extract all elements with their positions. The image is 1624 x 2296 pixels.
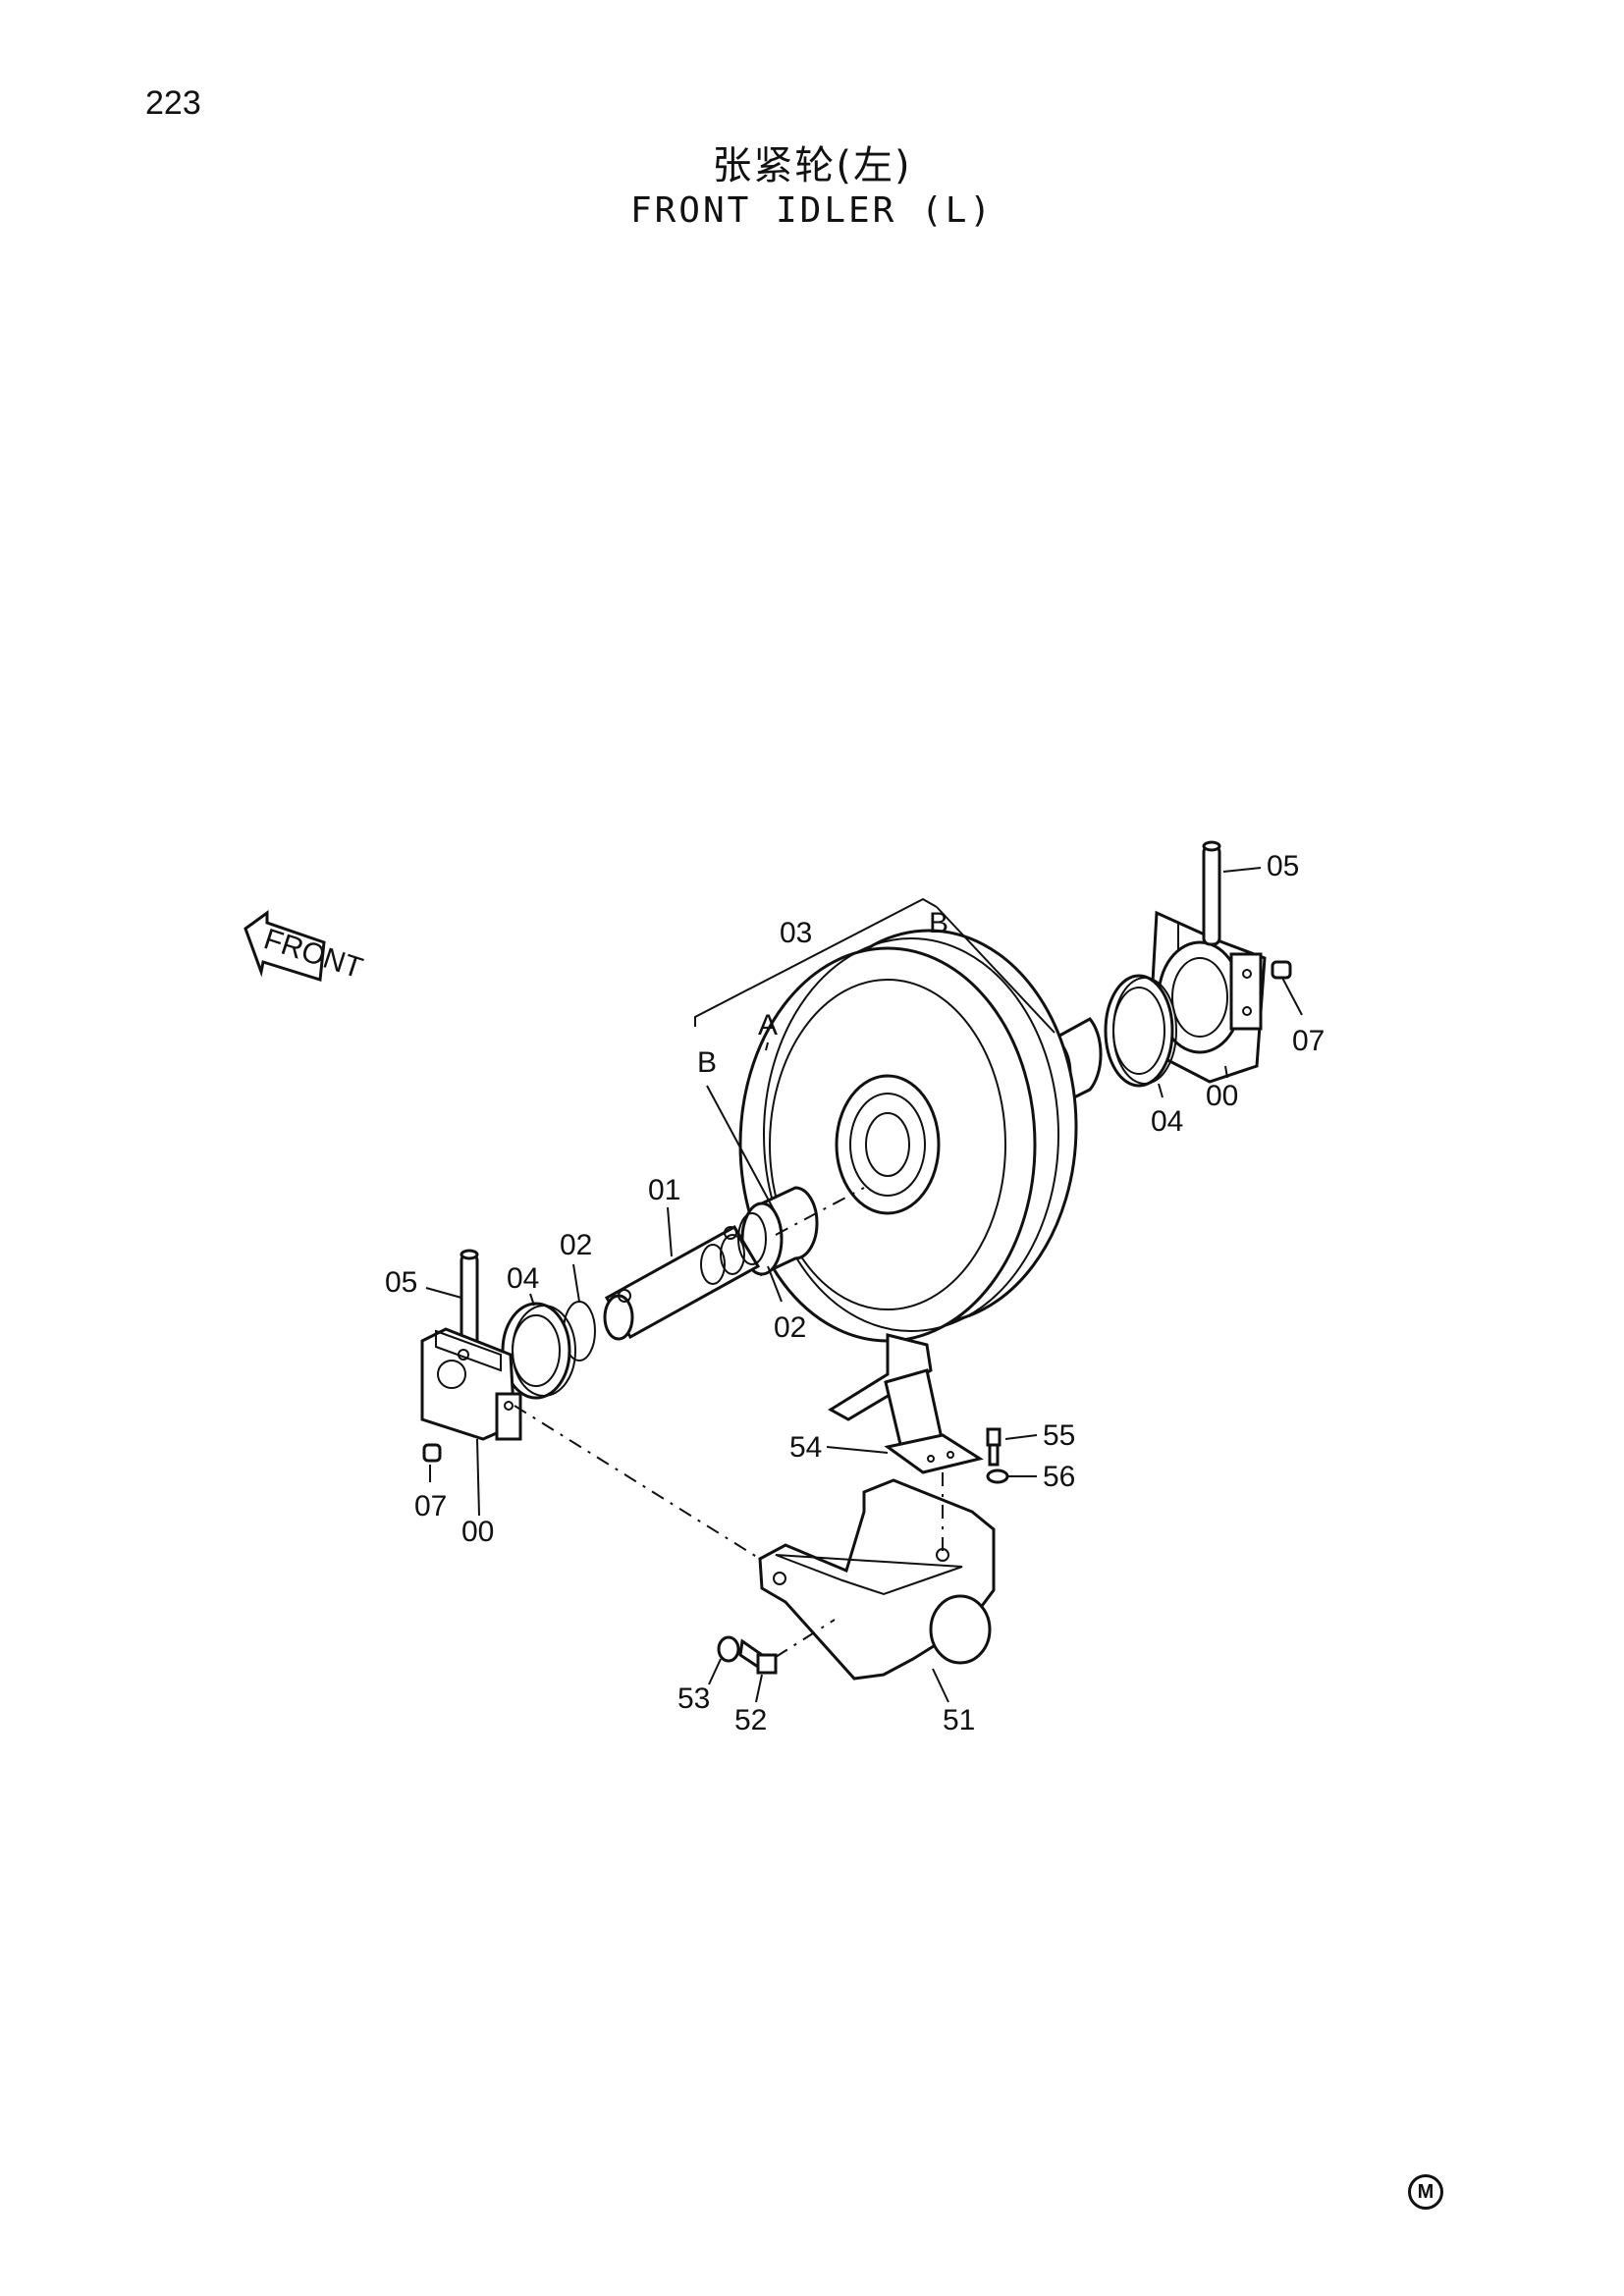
shaft-part-01 bbox=[603, 1224, 761, 1341]
callout-56: 56 bbox=[1043, 1461, 1075, 1493]
assembly-line-bolt-52 bbox=[775, 1619, 836, 1658]
callout-b-left: B bbox=[697, 1046, 717, 1079]
callout-54: 54 bbox=[789, 1431, 822, 1464]
callout-05-right: 05 bbox=[1267, 850, 1299, 882]
right-seal-part-04 bbox=[1104, 974, 1177, 1088]
callout-b-top: B bbox=[929, 907, 948, 939]
o-ring-part-02-right bbox=[737, 1212, 767, 1265]
callout-02-bottom: 02 bbox=[774, 1311, 806, 1344]
left-plug-part-07 bbox=[422, 1443, 442, 1463]
title-chinese: 张紧轮(左) bbox=[712, 143, 912, 188]
callout-07-right: 07 bbox=[1292, 1025, 1325, 1057]
callout-55: 55 bbox=[1043, 1419, 1075, 1452]
callout-53: 53 bbox=[677, 1682, 710, 1715]
catalog-mark-icon: M bbox=[1408, 2174, 1443, 2210]
callout-01: 01 bbox=[648, 1174, 680, 1206]
bolt-part-55 bbox=[986, 1427, 1001, 1467]
callout-07-left: 07 bbox=[414, 1490, 447, 1522]
idler-wheel-part-03 bbox=[738, 929, 1078, 1343]
washer-part-56 bbox=[986, 1468, 1009, 1484]
left-pin-part-05 bbox=[460, 1249, 479, 1355]
callout-03: 03 bbox=[780, 917, 812, 949]
front-direction-arrow-icon: FRONT bbox=[244, 910, 366, 985]
bolt-part-52 bbox=[738, 1638, 778, 1675]
page-number: 223 bbox=[145, 84, 201, 122]
guard-plate-part-54 bbox=[828, 1333, 984, 1474]
callout-04-left: 04 bbox=[507, 1262, 539, 1295]
right-plug-part-07 bbox=[1271, 960, 1292, 980]
washer-part-53 bbox=[717, 1635, 740, 1663]
right-pin-part-05 bbox=[1202, 840, 1221, 946]
left-end-cap-part-00 bbox=[420, 1327, 522, 1441]
callout-51: 51 bbox=[943, 1704, 975, 1736]
assembly-line-left-cap bbox=[514, 1405, 761, 1560]
callout-05-left: 05 bbox=[385, 1266, 417, 1299]
callout-00-right: 00 bbox=[1206, 1080, 1238, 1112]
callout-04-right: 04 bbox=[1151, 1105, 1183, 1138]
idler-yoke-part-51 bbox=[758, 1478, 996, 1681]
bracket-part-03 bbox=[694, 897, 938, 1027]
title-english: FRONT IDLER (L) bbox=[629, 190, 995, 231]
callout-52: 52 bbox=[734, 1704, 767, 1736]
callout-a: A bbox=[758, 1009, 778, 1041]
callout-02-top: 02 bbox=[560, 1229, 592, 1261]
callout-00-left: 00 bbox=[461, 1516, 494, 1548]
